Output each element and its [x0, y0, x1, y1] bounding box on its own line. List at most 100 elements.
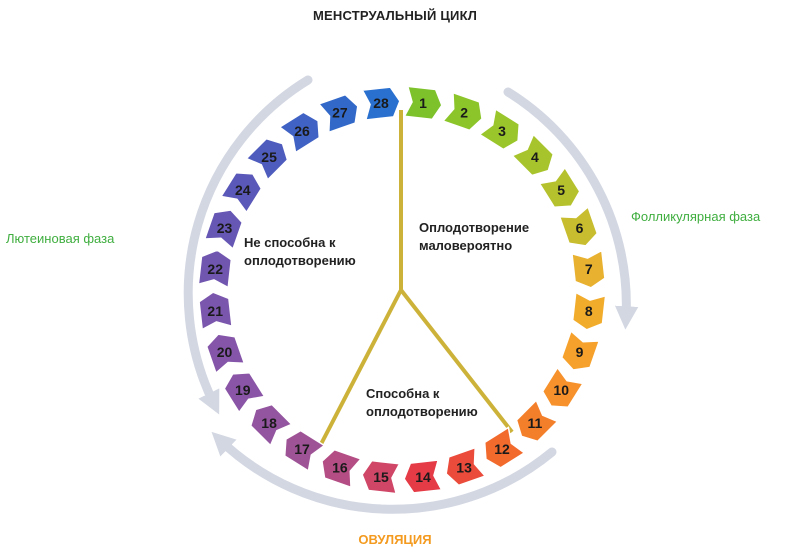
day-number: 7 [585, 261, 593, 277]
day-badge-shape [203, 209, 244, 251]
day-badge-shape [205, 333, 246, 375]
day-number: 4 [531, 149, 539, 165]
zone-able-line2: оплодотворению [366, 404, 478, 419]
day-number: 5 [557, 182, 565, 198]
day-badge [538, 166, 581, 209]
day-badge [219, 171, 263, 214]
day-number: 6 [576, 220, 584, 236]
day-badge-shape [478, 107, 521, 151]
day-number: 14 [415, 469, 431, 485]
day-badge-shape [198, 291, 233, 331]
day-badge [403, 459, 443, 494]
day-badge-shape [558, 205, 599, 247]
day-number: 1 [419, 95, 427, 111]
arrow-left [183, 75, 313, 415]
day-badge [203, 209, 244, 251]
day-badge [541, 366, 585, 409]
day-badge [483, 426, 526, 469]
day-badge-shape [403, 459, 443, 494]
day-number: 11 [527, 415, 542, 431]
day-badges: 1234567891011121314151617181920212223242… [197, 85, 607, 495]
pointer-line-day12 [399, 288, 514, 434]
day-badge-shape [223, 371, 266, 414]
day-badge-shape [571, 249, 606, 289]
day-badge-shape [515, 398, 559, 443]
day-number: 22 [207, 261, 223, 277]
day-badge [510, 133, 555, 177]
zone-unable-line1: Не способна к [244, 235, 336, 250]
zone-unlikely-line2: маловероятно [419, 238, 513, 253]
day-badge-shape [361, 86, 401, 121]
day-badge [560, 329, 601, 371]
day-number: 8 [585, 303, 593, 319]
day-number: 24 [235, 182, 251, 198]
day-badge [441, 91, 483, 132]
zone-able-line1: Способна к [366, 386, 440, 401]
day-badge-shape [361, 459, 401, 495]
day-number: 19 [235, 382, 251, 398]
diagram-title: МЕНСТРУАЛЬНЫЙ ЦИКЛ [312, 8, 478, 23]
day-badge [478, 107, 521, 151]
day-number: 16 [332, 460, 348, 476]
ovulation-label: ОВУЛЯЦИЯ [358, 532, 432, 547]
day-badge [317, 93, 359, 134]
day-badge-shape [445, 446, 487, 487]
follicular-phase-label: Фолликулярная фаза [631, 209, 761, 224]
day-badge-shape [219, 171, 263, 214]
day-number: 9 [576, 344, 584, 360]
day-badge-shape [403, 85, 443, 121]
day-badge-shape [538, 166, 581, 209]
arrow-right [503, 87, 639, 330]
day-badge-shape [249, 403, 294, 447]
day-number: 20 [217, 344, 233, 360]
day-badge [197, 249, 233, 289]
day-badge [249, 403, 294, 447]
pointer-lines [317, 110, 514, 449]
day-badge [515, 398, 559, 443]
day-number: 3 [498, 123, 506, 139]
day-badge [361, 86, 401, 121]
day-badge-shape [483, 426, 526, 469]
day-badge-shape [571, 291, 607, 331]
day-badge [283, 429, 326, 473]
day-badge-shape [510, 133, 555, 177]
day-badge [571, 291, 607, 331]
day-badge [278, 111, 321, 154]
day-number: 21 [207, 303, 223, 319]
day-badge-shape [283, 429, 326, 473]
day-number: 26 [294, 123, 310, 139]
day-badge [571, 249, 606, 289]
day-badge [445, 446, 487, 487]
day-badge-shape [317, 93, 359, 134]
day-number: 18 [261, 415, 277, 431]
zone-unable-line2: оплодотворению [244, 253, 356, 268]
day-badge-shape [245, 137, 289, 182]
cycle-arrows [183, 75, 639, 514]
day-number: 15 [373, 469, 389, 485]
day-number: 10 [553, 382, 569, 398]
day-number: 23 [217, 220, 233, 236]
zone-unlikely: Оплодотворение маловероятно [419, 219, 529, 255]
day-badge-shape [441, 91, 483, 132]
day-badge-shape [560, 329, 601, 371]
day-number: 2 [460, 105, 468, 121]
zone-able: Способна к оплодотворению [366, 385, 478, 421]
day-badge [558, 205, 599, 247]
day-number: 25 [261, 149, 277, 165]
zone-unlikely-line1: Оплодотворение [419, 220, 530, 235]
pointer-line-day17 [317, 289, 403, 449]
day-number: 28 [373, 95, 389, 111]
day-badge [198, 291, 233, 331]
day-number: 17 [294, 441, 310, 457]
day-badge-shape [321, 448, 363, 489]
day-number: 12 [494, 441, 510, 457]
day-badge [361, 459, 401, 495]
day-badge [321, 448, 363, 489]
day-number: 27 [332, 105, 348, 121]
day-badge [223, 371, 266, 414]
day-badge [205, 333, 246, 375]
day-badge-shape [278, 111, 321, 154]
day-badge [403, 85, 443, 121]
day-number: 13 [456, 460, 472, 476]
